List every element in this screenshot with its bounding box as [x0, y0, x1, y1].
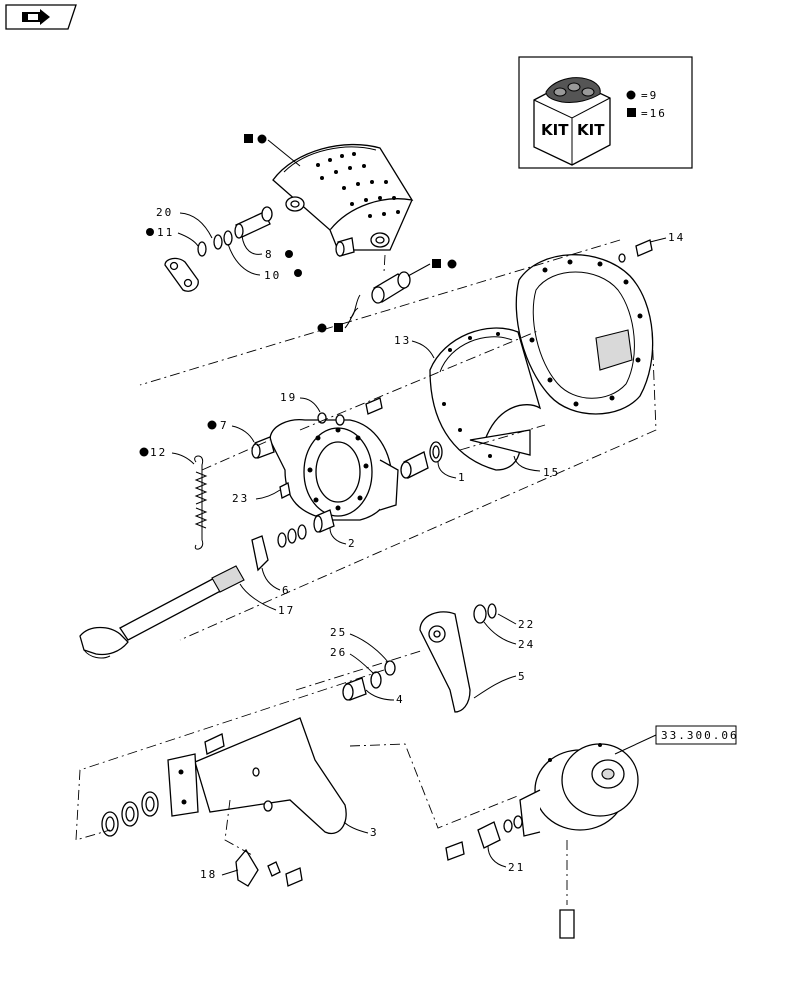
bushing: [400, 451, 429, 479]
link-plate: [164, 257, 199, 292]
callout-4: 4: [396, 693, 405, 706]
kit-box-icon: [533, 77, 611, 166]
kit-label-right: KIT: [577, 121, 605, 139]
brake-spider: [269, 419, 399, 521]
callout-12: 12: [150, 446, 167, 459]
grease-fitting: [279, 482, 291, 499]
reference-link[interactable]: 33.300.06: [614, 725, 739, 755]
circle-bullet-icon: [139, 447, 149, 457]
kit-square-legend: =16: [641, 107, 667, 120]
callout-11: 11: [157, 226, 174, 239]
washer: [223, 230, 233, 246]
camshaft: [79, 565, 245, 659]
square-bullet-icon: [334, 323, 343, 332]
anchor-pin: [335, 237, 355, 257]
callout-15: 15: [543, 466, 560, 479]
callout-8: 8: [265, 248, 274, 261]
square-bullet-icon: [432, 259, 441, 268]
circle-bullet-icon: [626, 90, 636, 100]
bushing: [251, 436, 275, 459]
bushing: [342, 677, 367, 701]
callout-5: 5: [518, 670, 527, 683]
return-spring: [194, 455, 208, 550]
callout-20: 20: [156, 206, 173, 219]
callout-2: 2: [348, 537, 357, 550]
circle-bullet-icon: [317, 323, 327, 333]
reference-label: 33.300.06: [661, 729, 739, 742]
circle-bullet-icon: [294, 269, 302, 277]
callout-25: 25: [330, 626, 347, 639]
forward-arrow-icon: [22, 9, 50, 25]
kit-legend: KIT KIT =9 =16: [518, 56, 693, 169]
circle-bullet-icon: [207, 420, 217, 430]
snap-ring: [487, 603, 497, 619]
washer: [213, 234, 223, 250]
callout-1: 1: [458, 471, 467, 484]
bolt: [365, 397, 383, 415]
kit-label-left: KIT: [541, 121, 569, 139]
callout-23: 23: [232, 492, 249, 505]
callout-3: 3: [370, 826, 379, 839]
callout-22: 22: [518, 618, 535, 631]
washer: [473, 604, 487, 624]
callout-7: 7: [220, 419, 229, 432]
callout-21: 21: [508, 861, 525, 874]
callout-18: 18: [200, 868, 217, 881]
pin: [234, 206, 273, 239]
backing-plate: [469, 254, 654, 456]
brake-chamber: [519, 743, 639, 837]
circle-bullet-icon: [257, 134, 267, 144]
callout-17: 17: [278, 604, 295, 617]
callout-10: 10: [264, 269, 281, 282]
brake-shoe: [272, 143, 414, 251]
bolt: [445, 841, 465, 861]
bolt: [618, 239, 653, 263]
clevis: [477, 821, 501, 849]
square-bullet-icon: [244, 134, 253, 143]
callout-26: 26: [330, 646, 347, 659]
roller: [371, 271, 411, 304]
callout-6: 6: [282, 584, 291, 597]
callout-13: 13: [394, 334, 411, 347]
washer: [197, 241, 207, 257]
square-bullet-icon: [627, 108, 636, 117]
callout-19: 19: [280, 391, 297, 404]
circle-bullet-icon: [285, 250, 293, 258]
lock-clip: [251, 535, 269, 572]
slack-adjuster: [419, 611, 471, 713]
bushing: [313, 509, 335, 533]
circle-bullet-icon: [146, 228, 154, 236]
bolt: [204, 733, 225, 755]
kit-circle-legend: =9: [641, 89, 658, 102]
callout-24: 24: [518, 638, 535, 651]
circle-bullet-icon: [447, 259, 457, 269]
callout-14: 14: [668, 231, 685, 244]
chamber-bracket: [167, 717, 347, 835]
nav-forward-button[interactable]: [5, 4, 77, 30]
hose-clamp: [235, 848, 303, 887]
bolt: [559, 909, 575, 939]
